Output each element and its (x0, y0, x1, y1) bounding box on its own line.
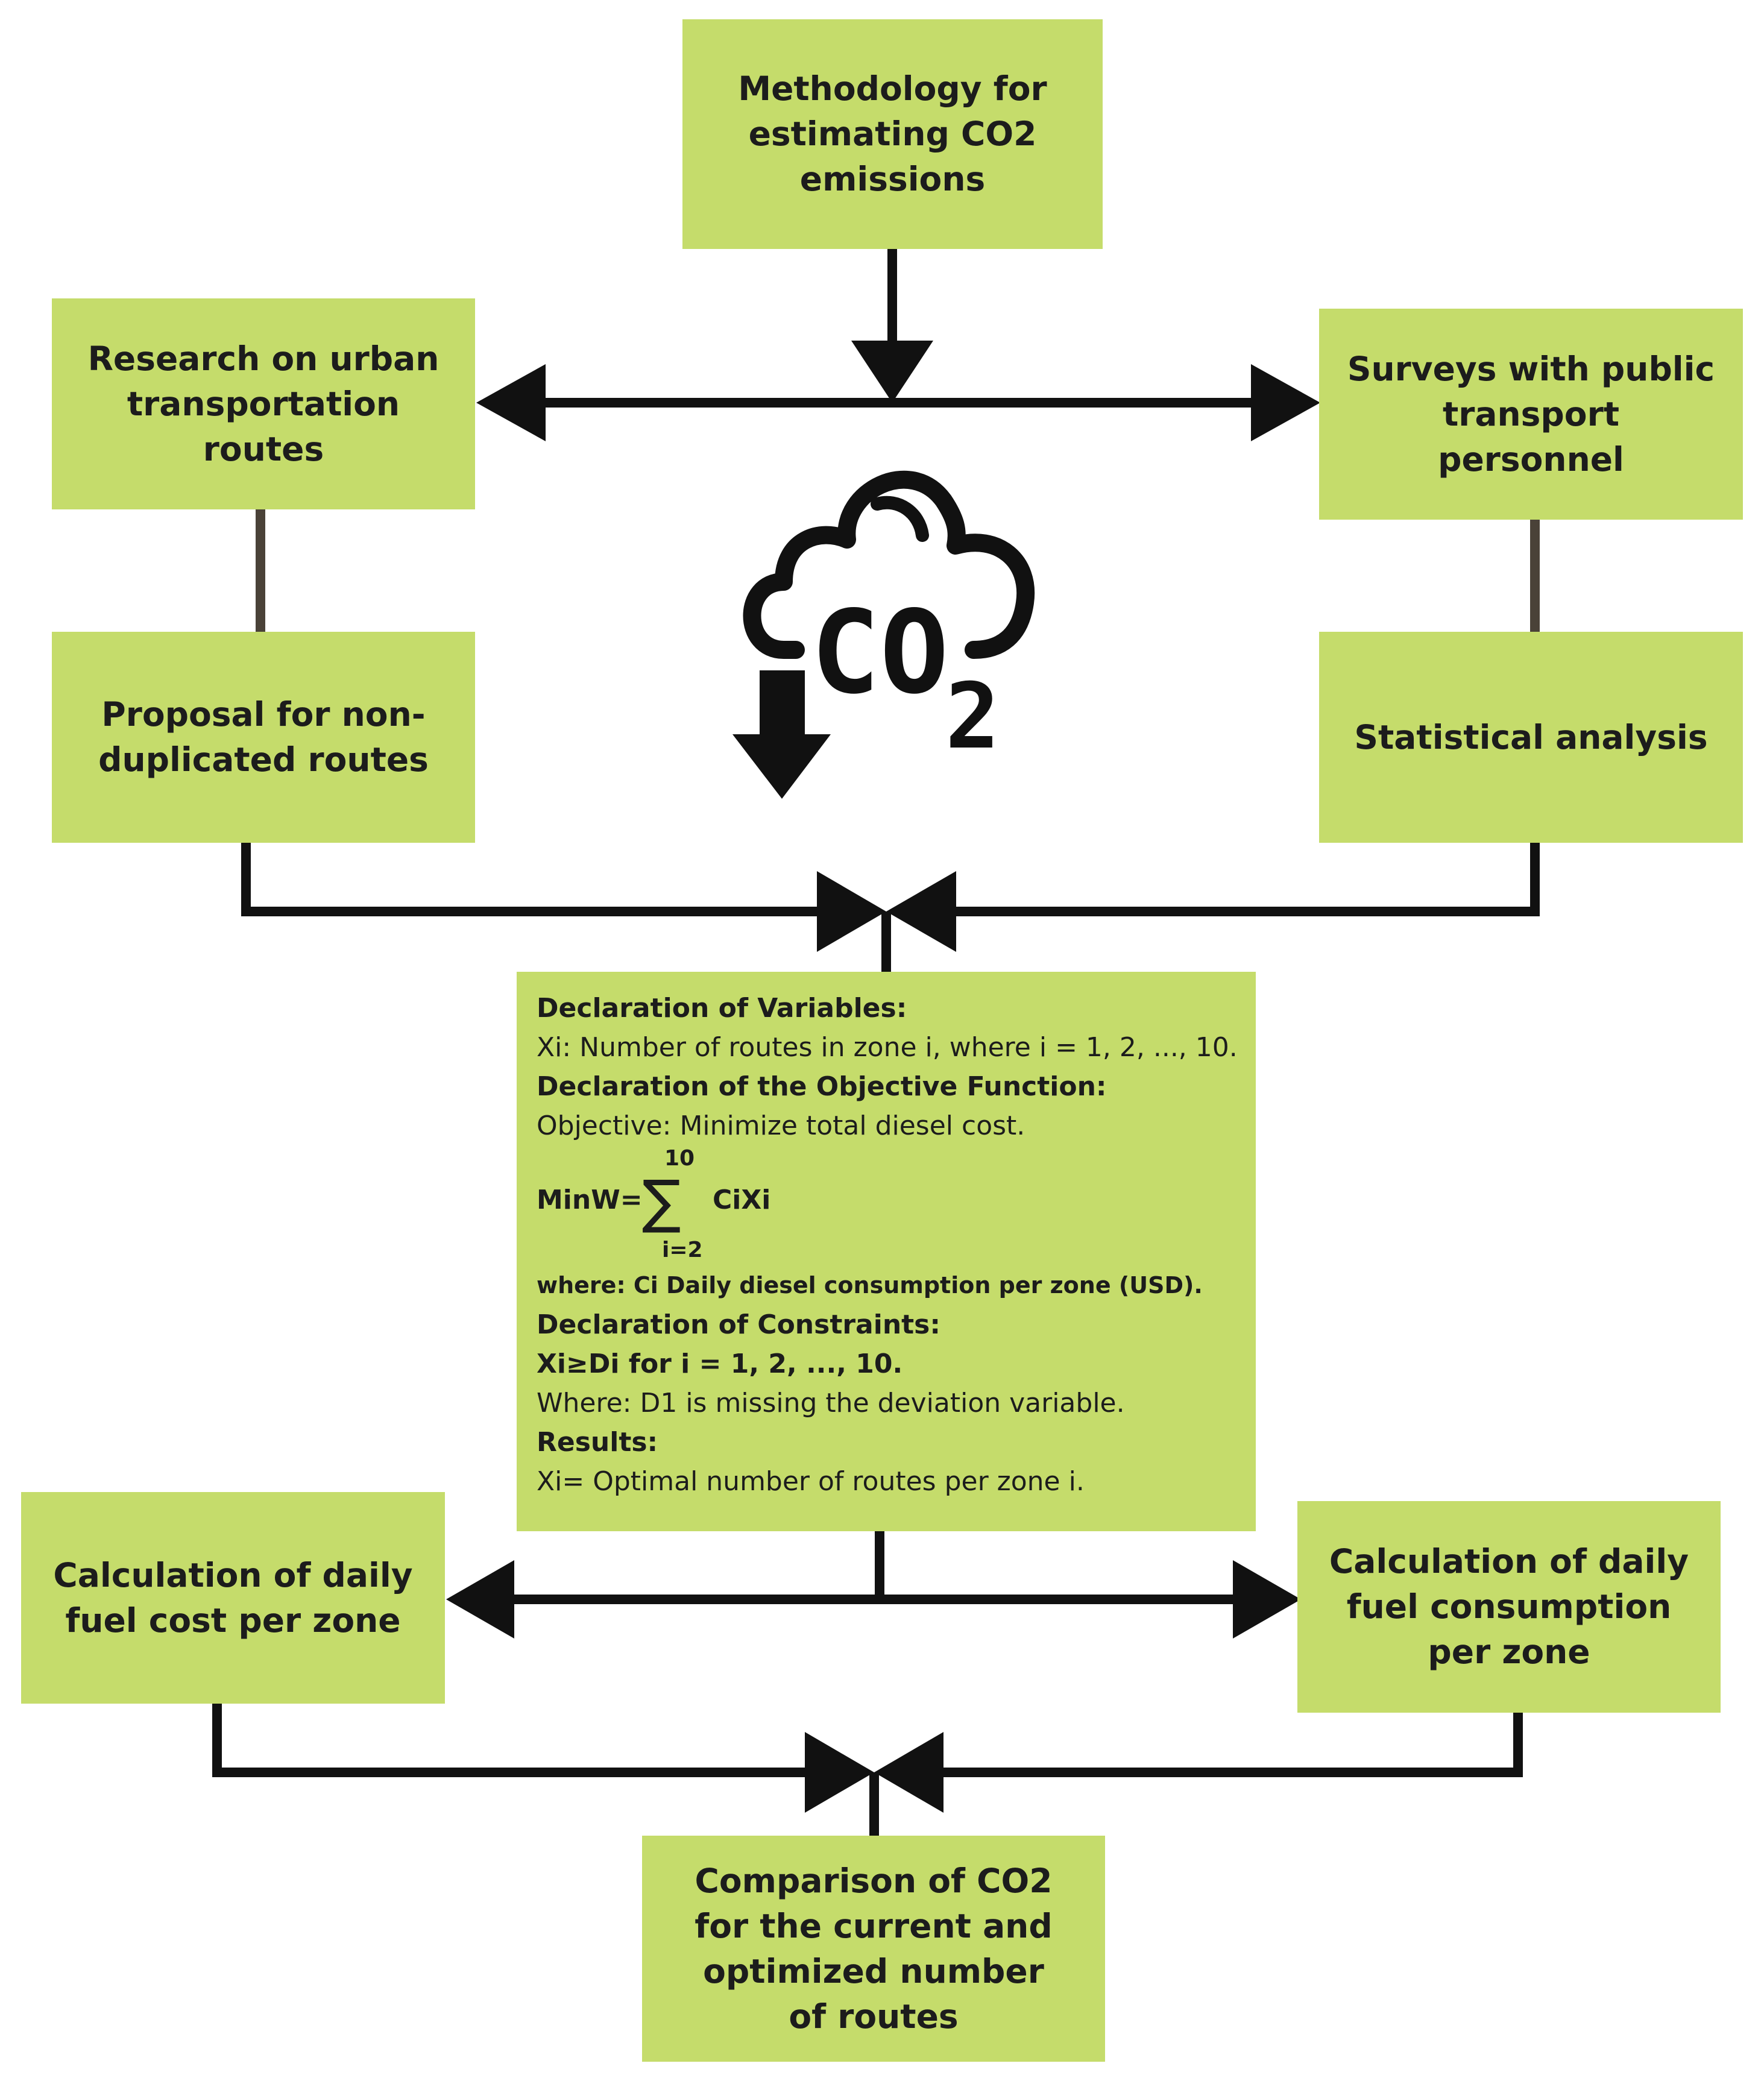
node-label-line: fuel cost per zone (65, 1601, 401, 1640)
arrowhead-bottom-merge-left (805, 1732, 874, 1813)
variables-text: Xi: Number of routes in zone i, where i … (537, 1032, 1238, 1063)
node-statistical: Statistical analysis (1319, 632, 1743, 843)
node-cost: Calculation of daily fuel cost per zone (21, 1492, 445, 1704)
co2-subscript: 2 (945, 664, 1000, 769)
node-label-line: Calculation of daily (53, 1555, 413, 1595)
connector-cost-merge (212, 1704, 832, 1777)
deviation-text: Where: D1 is missing the deviation varia… (537, 1388, 1125, 1418)
formula-upper-limit: 10 (664, 1146, 695, 1171)
arrowhead-right-surveys (1251, 364, 1320, 441)
arrowhead-right-consumption (1233, 1560, 1301, 1639)
arrowhead-merge-left (817, 871, 886, 952)
node-label-line: personnel (1438, 439, 1624, 479)
node-label-line: Calculation of daily (1329, 1542, 1689, 1581)
arrowhead-down-methodology (851, 341, 933, 403)
results-text: Xi= Optimal number of routes per zone i. (537, 1466, 1085, 1497)
variables-heading: Declaration of Variables: (537, 993, 907, 1024)
node-label-line: for the current and (695, 1906, 1053, 1945)
connector-proposal-merge (241, 842, 844, 916)
node-label-line: optimized number (703, 1951, 1044, 1991)
node-methodology: Methodology for estimating CO2 emissions (682, 19, 1103, 249)
node-label-line: Proposal for non- (101, 695, 426, 734)
node-label-line: Statistical analysis (1354, 717, 1708, 757)
node-consumption: Calculation of daily fuel consumption per … (1297, 1501, 1721, 1713)
node-label-line: transport (1443, 394, 1619, 433)
arrowhead-left-research (476, 364, 546, 441)
node-label-line: duplicated routes (98, 740, 429, 779)
objective-text: Objective: Minimize total diesel cost. (537, 1110, 1025, 1141)
node-label-line: routes (203, 429, 324, 468)
node-label-line: Comparison of CO2 (695, 1861, 1053, 1900)
co2-text: CO (811, 586, 949, 719)
node-label-line: Surveys with public (1347, 349, 1715, 388)
node-proposal: Proposal for non-duplicated routes (52, 632, 475, 843)
node-comparison: Comparison of CO2 for the current and opti… (642, 1836, 1105, 2062)
node-surveys: Surveys with public transport personnel (1319, 309, 1743, 520)
connector-statistical-merge (937, 842, 1540, 916)
cloud-outline (743, 470, 1035, 659)
summation-symbol: ∑ (642, 1168, 681, 1235)
constraints-text: Xi≥Di for i = 1, 2, ..., 10. (537, 1349, 903, 1379)
node-label-line: estimating CO2 (748, 115, 1037, 153)
arrowhead-left-cost (446, 1560, 514, 1639)
objective-formula: MinW= 10 ∑ i=2 CiXi (537, 1145, 1256, 1266)
node-label-line: of routes (789, 1997, 959, 2036)
arrowhead-merge-right (886, 871, 956, 952)
formula-lower-limit: i=2 (662, 1238, 703, 1262)
formula-lhs: MinW= (537, 1185, 643, 1215)
cloud-highlight-arc (871, 496, 929, 542)
node-label-line: emissions (799, 160, 986, 198)
down-arrow-icon (732, 670, 831, 799)
objective-heading: Declaration of the Objective Function: (537, 1071, 1107, 1102)
arrowhead-bottom-merge-right (874, 1732, 943, 1813)
node-research: Research on urban transportation routes (52, 298, 475, 509)
node-label-line: Research on urban (87, 339, 439, 378)
optimization-model-box: Declaration of Variables: Xi: Number of … (517, 972, 1256, 1531)
formula-term: CiXi (713, 1185, 771, 1215)
node-label-line: per zone (1428, 1632, 1590, 1671)
results-heading: Results: (537, 1427, 658, 1458)
co2-cloud-icon: CO 2 (732, 470, 1035, 799)
node-label-line: Methodology for (738, 69, 1047, 108)
node-label-line: fuel consumption (1346, 1587, 1672, 1626)
connector-consumption-merge (919, 1713, 1523, 1777)
constraints-heading: Declaration of Constraints: (537, 1309, 940, 1340)
where-text: where: Ci Daily diesel consumption per z… (537, 1272, 1203, 1299)
node-label-line: transportation (127, 384, 400, 423)
